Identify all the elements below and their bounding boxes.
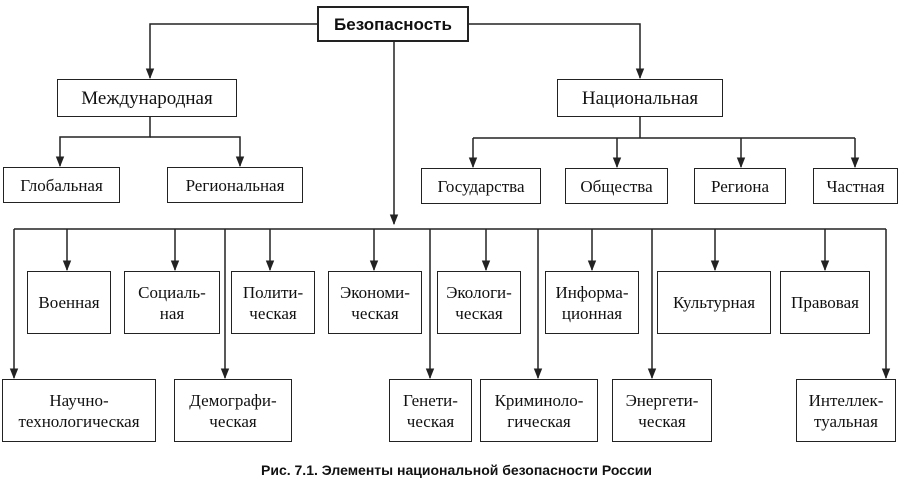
element-political: Полити- ческая — [231, 271, 315, 334]
element-criminological: Криминоло- гическая — [480, 379, 598, 442]
node-label: Криминоло- гическая — [494, 390, 584, 431]
node-label: Генети- ческая — [403, 390, 458, 431]
element-energy: Энергети- ческая — [612, 379, 712, 442]
node-label: Экономи- ческая — [340, 282, 410, 323]
root-box: Безопасность — [317, 6, 469, 42]
element-cultural: Культурная — [657, 271, 771, 334]
element-informational: Информа- ционная — [545, 271, 639, 334]
node-label: Информа- ционная — [555, 282, 629, 323]
node-label: Глобальная — [20, 175, 103, 195]
element-demographic: Демографи- ческая — [174, 379, 292, 442]
node-label: Государства — [437, 176, 525, 196]
element-military: Военная — [27, 271, 111, 334]
element-economic: Экономи- ческая — [328, 271, 422, 334]
root-label: Безопасность — [334, 14, 452, 34]
regional-box: Региональная — [167, 167, 303, 203]
node-label: Интеллек- туальная — [808, 390, 884, 431]
figure-caption: Рис. 7.1. Элементы национальной безопасн… — [261, 462, 652, 478]
element-social: Социаль- ная — [124, 271, 220, 334]
element-ecological: Экологи- ческая — [437, 271, 521, 334]
global-box: Глобальная — [3, 167, 120, 203]
node-label: Общества — [580, 176, 653, 196]
element-scientific-technological: Научно- технологическая — [2, 379, 156, 442]
region-box: Региона — [694, 168, 786, 204]
node-label: Региона — [711, 176, 769, 196]
node-label: Региональная — [185, 175, 285, 195]
node-label: Военная — [38, 293, 100, 312]
node-label: Частная — [826, 176, 885, 196]
national-box: Национальная — [557, 79, 723, 117]
node-label: Научно- технологическая — [18, 390, 140, 431]
society-box: Общества — [565, 168, 668, 204]
node-label: Экологи- ческая — [446, 282, 512, 323]
node-label: Полити- ческая — [242, 282, 304, 323]
node-label: Энергети- ческая — [625, 390, 699, 431]
node-label: Демографи- ческая — [189, 390, 277, 431]
node-label: Культурная — [672, 293, 756, 312]
national-label: Национальная — [581, 87, 699, 109]
node-label: Правовая — [791, 293, 859, 312]
state-box: Государства — [421, 168, 541, 204]
international-label: Международная — [81, 87, 213, 109]
international-box: Международная — [57, 79, 237, 117]
element-intellectual: Интеллек- туальная — [796, 379, 896, 442]
node-label: Социаль- ная — [138, 282, 206, 323]
private-box: Частная — [813, 168, 898, 204]
element-legal: Правовая — [780, 271, 870, 334]
element-genetic: Генети- ческая — [389, 379, 472, 442]
